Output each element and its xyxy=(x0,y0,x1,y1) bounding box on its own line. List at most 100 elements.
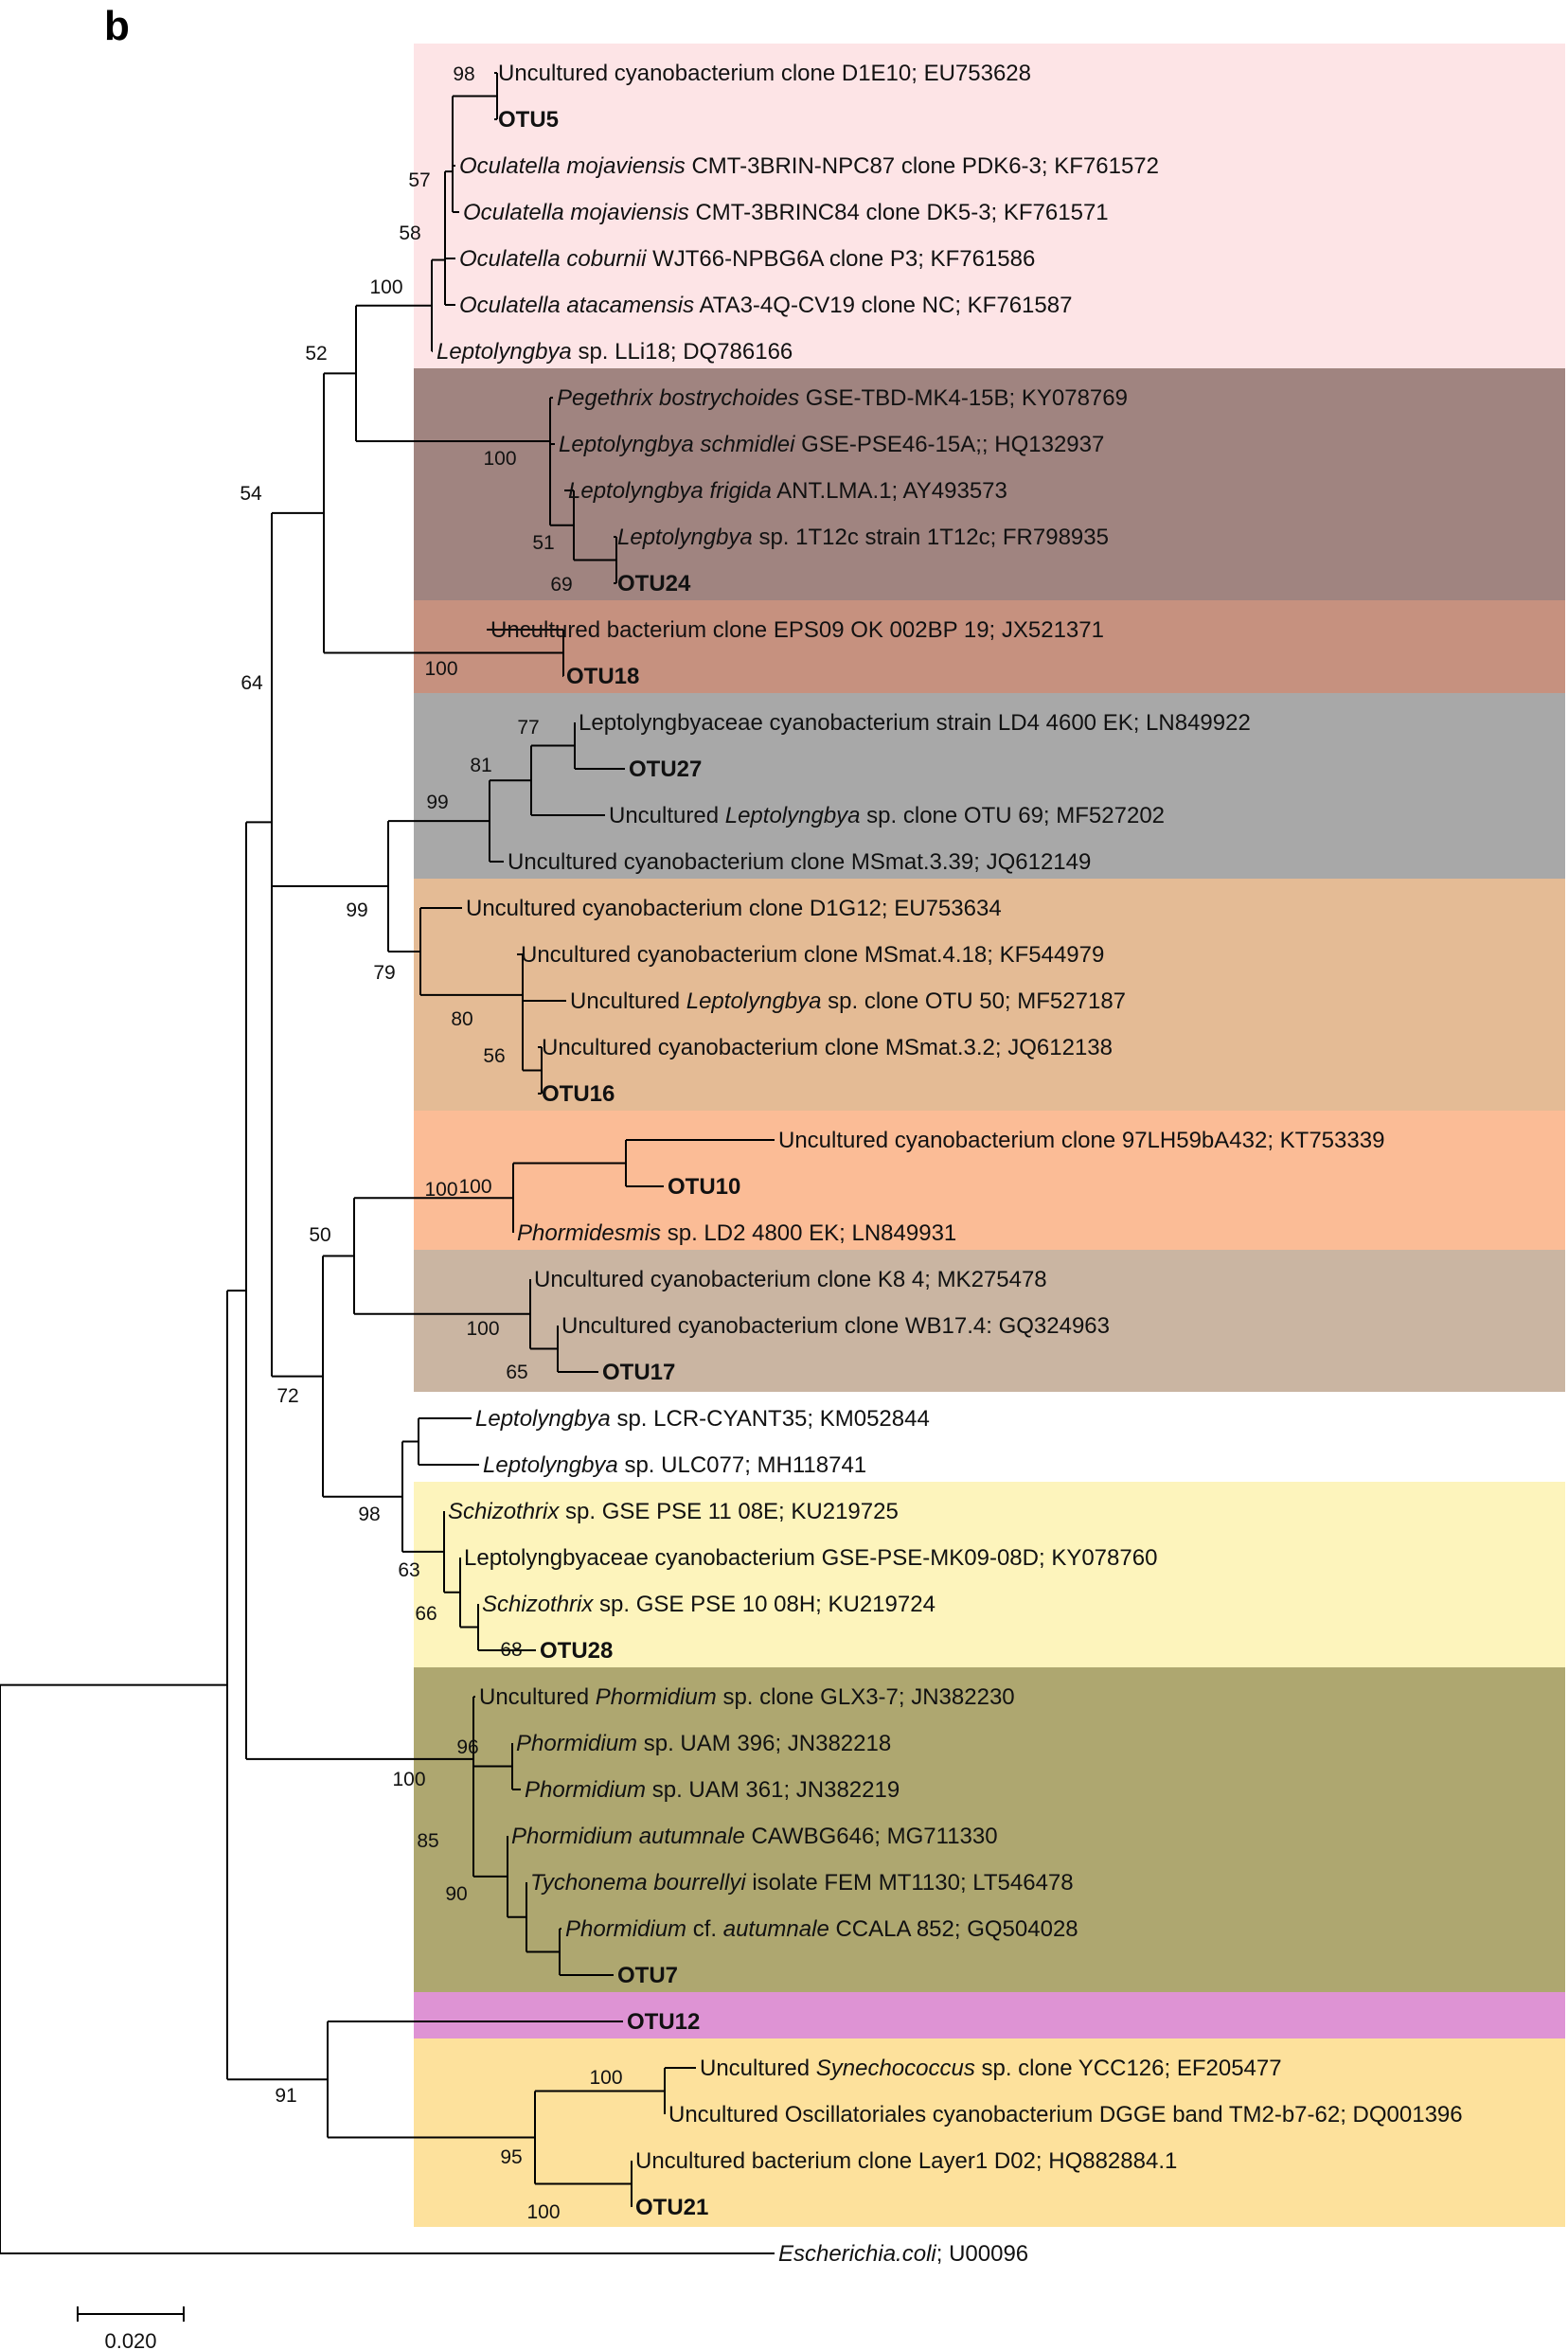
bootstrap-value: 66 xyxy=(415,1603,437,1625)
scale-bar-line xyxy=(77,2306,185,2322)
bootstrap-value: 69 xyxy=(550,574,572,596)
bootstrap-value: 100 xyxy=(589,2067,622,2089)
bootstrap-value: 63 xyxy=(398,1559,419,1581)
bootstrap-value: 100 xyxy=(392,1769,425,1790)
leaf-label: OTU24 xyxy=(617,571,691,596)
bootstrap-value: 96 xyxy=(456,1736,478,1758)
clade-box-oculatella xyxy=(414,44,1565,371)
bootstrap-value: 68 xyxy=(500,1639,522,1661)
clade-backgrounds xyxy=(414,44,1565,2227)
bootstrap-value: 77 xyxy=(517,717,539,739)
leaf-label: Leptolyngbya sp. 1T12c strain 1T12c; FR7… xyxy=(617,525,1109,550)
leaf-label: Uncultured cyanobacterium clone WB17.4: … xyxy=(561,1313,1110,1339)
leaf-label: Phormidesmis sp. LD2 4800 EK; LN849931 xyxy=(517,1220,956,1246)
clade-box-phormidium xyxy=(414,1667,1565,1995)
bootstrap-value: 58 xyxy=(399,223,420,244)
leaf-label: OTU28 xyxy=(540,1638,613,1664)
bootstrap-value: 98 xyxy=(358,1504,380,1525)
bootstrap-value: 91 xyxy=(275,2085,296,2107)
bootstrap-value: 100 xyxy=(369,276,402,298)
leaf-label: Leptolyngbyaceae cyanobacterium GSE-PSE-… xyxy=(464,1545,1157,1571)
leaf-label: OTU5 xyxy=(498,107,559,133)
leaf-label: Uncultured Phormidium sp. clone GLX3-7; … xyxy=(479,1684,1015,1710)
bootstrap-value: 100 xyxy=(424,1179,457,1201)
bootstrap-value: 56 xyxy=(483,1045,505,1067)
bootstrap-value: 52 xyxy=(305,343,327,365)
bootstrap-value: 99 xyxy=(346,899,367,921)
bootstrap-value: 81 xyxy=(470,755,491,776)
leaf-label: OTU12 xyxy=(627,2009,700,2035)
leaf-label: Schizothrix sp. GSE PSE 11 08E; KU219725 xyxy=(448,1499,899,1524)
tree-branches xyxy=(0,72,775,2254)
bootstrap-value: 72 xyxy=(276,1385,298,1407)
leaf-label: Leptolyngbya sp. ULC077; MH118741 xyxy=(483,1452,866,1478)
leaf-label: Uncultured cyanobacterium clone K8 4; MK… xyxy=(534,1267,1047,1292)
bootstrap-value: 100 xyxy=(483,448,516,470)
bootstrap-value: 65 xyxy=(506,1362,527,1383)
leaf-label: OTU18 xyxy=(566,664,639,689)
clade-box-otu12 xyxy=(414,1992,1565,2041)
leaf-label: Uncultured Oscillatoriales cyanobacteriu… xyxy=(668,2102,1463,2127)
leaf-labels: Uncultured cyanobacterium clone D1E10; E… xyxy=(437,61,1463,2267)
clade-box-leptolyngbya_frigida xyxy=(414,368,1565,603)
leaf-label: Phormidium sp. UAM 361; JN382219 xyxy=(525,1777,900,1803)
leaf-label: Uncultured cyanobacterium clone D1E10; E… xyxy=(498,61,1031,86)
bootstrap-value: 80 xyxy=(451,1008,472,1030)
leaf-label: Uncultured cyanobacterium clone MSmat.4.… xyxy=(521,942,1104,968)
bootstrap-value: 90 xyxy=(445,1883,467,1905)
clade-box-otu27 xyxy=(414,693,1565,881)
leaf-label: Phormidium autumnale CAWBG646; MG711330 xyxy=(511,1824,998,1849)
leaf-label: Tychonema bourrellyi isolate FEM MT1130;… xyxy=(530,1870,1074,1896)
bootstrap-value: 95 xyxy=(500,2146,522,2168)
bootstrap-value: 100 xyxy=(466,1318,499,1340)
leaf-label: OTU16 xyxy=(542,1081,615,1107)
leaf-label: Uncultured Leptolyngbya sp. clone OTU 69… xyxy=(609,803,1165,828)
bootstrap-value: 100 xyxy=(526,2201,560,2223)
leaf-label: Leptolyngbya sp. LLi18; DQ786166 xyxy=(437,339,793,365)
leaf-label: Uncultured cyanobacterium clone MSmat.3.… xyxy=(542,1035,1113,1060)
leaf-label: Phormidium sp. UAM 396; JN382218 xyxy=(516,1731,891,1756)
bootstrap-value: 51 xyxy=(532,532,554,554)
leaf-label: Uncultured bacterium clone EPS09 OK 002B… xyxy=(490,617,1104,643)
leaf-label: OTU10 xyxy=(668,1174,740,1200)
leaf-label: Oculatella mojaviensis CMT-3BRIN-NPC87 c… xyxy=(459,153,1159,179)
leaf-label: Uncultured Leptolyngbya sp. clone OTU 50… xyxy=(570,988,1126,1014)
bootstrap-values: 98 57 58 100 52 100 51 69 54 100 64 77 81 99 99 79 80 56 1… xyxy=(240,63,622,2223)
clade-box-otu10 xyxy=(414,1111,1565,1253)
leaf-label: Oculatella coburnii WJT66-NPBG6A clone P… xyxy=(459,246,1035,272)
clade-box-otu18 xyxy=(414,600,1565,696)
leaf-label: Schizothrix sp. GSE PSE 10 08H; KU219724 xyxy=(482,1592,935,1617)
bootstrap-value: 50 xyxy=(309,1224,330,1246)
leaf-label: Uncultured cyanobacterium clone MSmat.3.… xyxy=(508,849,1091,875)
leaf-label: Phormidium cf. autumnale CCALA 852; GQ50… xyxy=(565,1916,1078,1942)
bootstrap-value: 100 xyxy=(458,1176,491,1198)
clade-box-otu17 xyxy=(414,1250,1565,1392)
clade-box-synechococcus xyxy=(414,2038,1565,2227)
leaf-label: OTU21 xyxy=(635,2195,708,2220)
leaf-label: Uncultured Synechococcus sp. clone YCC12… xyxy=(700,2056,1282,2081)
leaf-label: Escherichia.coli; U00096 xyxy=(778,2241,1028,2267)
bootstrap-value: 64 xyxy=(241,672,263,694)
clade-box-otu16 xyxy=(414,879,1565,1113)
leaf-label: Leptolyngbyaceae cyanobacterium strain L… xyxy=(579,710,1251,736)
bootstrap-value: 85 xyxy=(417,1830,438,1852)
bootstrap-value: 57 xyxy=(408,169,430,191)
bootstrap-value: 54 xyxy=(240,483,262,505)
leaf-label: Pegethrix bostrychoides GSE-TBD-MK4-15B;… xyxy=(557,385,1128,411)
leaf-label: Oculatella atacamensis ATA3-4Q-CV19 clon… xyxy=(459,293,1072,318)
leaf-label: Leptolyngbya frigida ANT.LMA.1; AY493573 xyxy=(568,478,1007,504)
clade-box-schizothrix xyxy=(414,1482,1565,1670)
panel-label: b xyxy=(104,3,130,49)
scale-bar-label: 0.020 xyxy=(104,2329,156,2350)
leaf-label: OTU27 xyxy=(629,757,702,782)
leaf-label: Uncultured bacterium clone Layer1 D02; H… xyxy=(635,2148,1177,2174)
bootstrap-value: 100 xyxy=(424,658,457,680)
leaf-label: Uncultured cyanobacterium clone D1G12; E… xyxy=(466,896,1002,921)
leaf-label: OTU7 xyxy=(617,1963,678,1988)
leaf-label: Oculatella mojaviensis CMT-3BRINC84 clon… xyxy=(463,200,1109,225)
bootstrap-value: 98 xyxy=(453,63,474,85)
bootstrap-value: 79 xyxy=(373,962,395,984)
bootstrap-value: 99 xyxy=(426,792,448,813)
leaf-label: Leptolyngbya schmidlei GSE-PSE46-15A;; H… xyxy=(559,432,1104,457)
